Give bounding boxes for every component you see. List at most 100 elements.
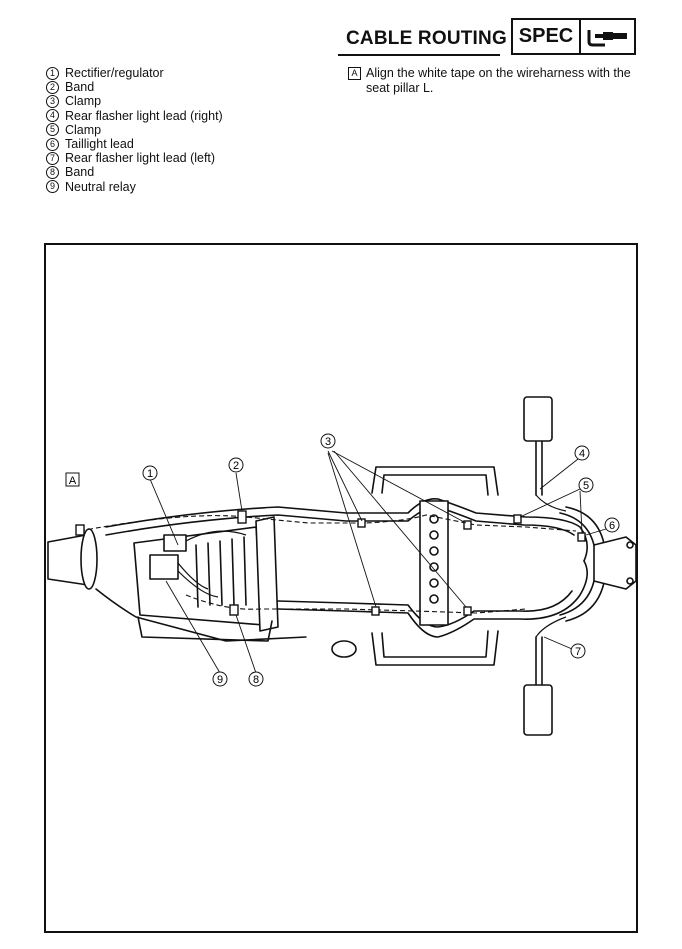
tape-a-mark bbox=[75, 524, 85, 536]
callout-1: 1 bbox=[147, 468, 153, 480]
leader-6 bbox=[585, 528, 607, 536]
legend-number: 2 bbox=[46, 80, 59, 94]
legend-item: 2 Band bbox=[46, 80, 223, 94]
legend-number: 9 bbox=[46, 180, 59, 194]
legend-text: Clamp bbox=[65, 122, 102, 137]
clamp-3-mark bbox=[463, 606, 472, 616]
seat-rail-top-inner bbox=[381, 474, 489, 496]
rectifier-body bbox=[163, 534, 187, 552]
leader-3 bbox=[327, 452, 377, 608]
frame-rail-right bbox=[105, 497, 588, 562]
tail-bolt bbox=[626, 541, 634, 549]
flasher-left-lamp bbox=[523, 684, 553, 736]
diagram-frame: A 1 2 3 4 5 6 7 8 9 bbox=[44, 243, 638, 933]
alignment-note: A Align the white tape on the wireharness… bbox=[348, 66, 648, 96]
callout-5-circle bbox=[578, 477, 594, 493]
callout-3: 3 bbox=[325, 436, 331, 448]
spec-icon-cell bbox=[581, 20, 634, 53]
lower-bracket bbox=[137, 616, 273, 642]
seat-rail-bottom bbox=[371, 630, 499, 666]
legend-number: 8 bbox=[46, 166, 59, 180]
legend-text: Rectifier/regulator bbox=[65, 66, 164, 80]
relay-wires bbox=[177, 530, 247, 598]
clamp-5-mark bbox=[513, 514, 522, 524]
note-text-2: seat pillar L. bbox=[366, 81, 434, 95]
cable-routing-diagram: A 1 2 3 4 5 6 7 8 9 bbox=[47, 396, 636, 736]
spec-box: SPEC bbox=[511, 18, 636, 55]
legend-text: Rear flasher light lead (left) bbox=[65, 151, 216, 166]
callout-8: 8 bbox=[253, 674, 259, 686]
seat-rail-top bbox=[371, 466, 499, 496]
leader-8 bbox=[235, 614, 257, 674]
callout-9-circle bbox=[212, 671, 228, 687]
callout-a: A bbox=[69, 475, 77, 487]
plate-hole bbox=[429, 514, 439, 524]
legend-item: 7 Rear flasher light lead (left) bbox=[46, 151, 223, 165]
leader-1 bbox=[149, 478, 179, 546]
callout-6: 6 bbox=[609, 520, 615, 532]
callout-3-circle bbox=[320, 433, 336, 449]
leader-2 bbox=[235, 472, 243, 512]
callout-7-circle bbox=[570, 643, 586, 659]
callout-6-circle bbox=[604, 517, 620, 533]
plate-hole bbox=[429, 578, 439, 588]
callout-5: 5 bbox=[583, 480, 589, 492]
legend-number: 4 bbox=[46, 109, 59, 123]
callout-a-box bbox=[65, 472, 80, 487]
callout-4: 4 bbox=[579, 448, 585, 460]
clamp-5-mark bbox=[577, 532, 586, 542]
legend-number: 5 bbox=[46, 123, 59, 137]
leader-4 bbox=[539, 458, 579, 490]
seat-rail-bottom-inner bbox=[381, 630, 489, 658]
spec-label: SPEC bbox=[513, 20, 581, 53]
legend-number: 3 bbox=[46, 95, 59, 108]
callout-9: 9 bbox=[217, 674, 223, 686]
callout-2: 2 bbox=[233, 460, 239, 472]
band-8-mark bbox=[229, 604, 239, 616]
plate-hole bbox=[429, 594, 439, 604]
clamp-3-mark bbox=[463, 520, 472, 530]
neutral-relay-body bbox=[149, 554, 179, 580]
frame-rail-left-inner bbox=[277, 590, 573, 628]
callout-4-circle bbox=[574, 445, 590, 461]
callout-1-circle bbox=[142, 465, 158, 481]
band-2-mark bbox=[237, 510, 247, 524]
tail-bolt bbox=[626, 577, 634, 585]
battery-grid bbox=[195, 536, 247, 608]
legend-text: Band bbox=[65, 80, 95, 95]
legend-item: 9 Neutral relay bbox=[46, 180, 223, 194]
tail-bracket bbox=[593, 536, 636, 590]
legend-item: 5 Clamp bbox=[46, 123, 223, 137]
lead-left bbox=[535, 616, 567, 638]
plate-hole bbox=[429, 546, 439, 556]
leader-7 bbox=[543, 636, 573, 650]
title-rule bbox=[338, 54, 500, 56]
clamp-3-mark bbox=[371, 606, 380, 616]
rear-loop-inner bbox=[559, 512, 597, 616]
flasher-right-lamp bbox=[523, 396, 553, 442]
plate-hole bbox=[429, 562, 439, 572]
legend-number: 7 bbox=[46, 151, 59, 165]
frame-rail-left bbox=[277, 560, 588, 638]
leader-3 bbox=[333, 450, 467, 608]
lower-fitting bbox=[331, 640, 357, 658]
page-title: CABLE ROUTING bbox=[346, 28, 507, 49]
leader-5 bbox=[519, 488, 581, 518]
frame-rail-right-inner bbox=[105, 506, 575, 536]
legend-text: Neutral relay bbox=[65, 179, 136, 194]
leader-9 bbox=[165, 580, 221, 674]
wire-harness-lower bbox=[185, 594, 527, 614]
note-text-1: Align the white tape on the wireharness … bbox=[366, 66, 631, 80]
leader-3 bbox=[327, 450, 363, 522]
legend-number: 6 bbox=[46, 137, 59, 151]
note-line-1: A Align the white tape on the wireharness… bbox=[348, 66, 648, 81]
micrometer-icon bbox=[587, 29, 627, 46]
leader-3 bbox=[331, 450, 467, 524]
callout-8-circle bbox=[248, 671, 264, 687]
note-tag: A bbox=[348, 67, 361, 80]
